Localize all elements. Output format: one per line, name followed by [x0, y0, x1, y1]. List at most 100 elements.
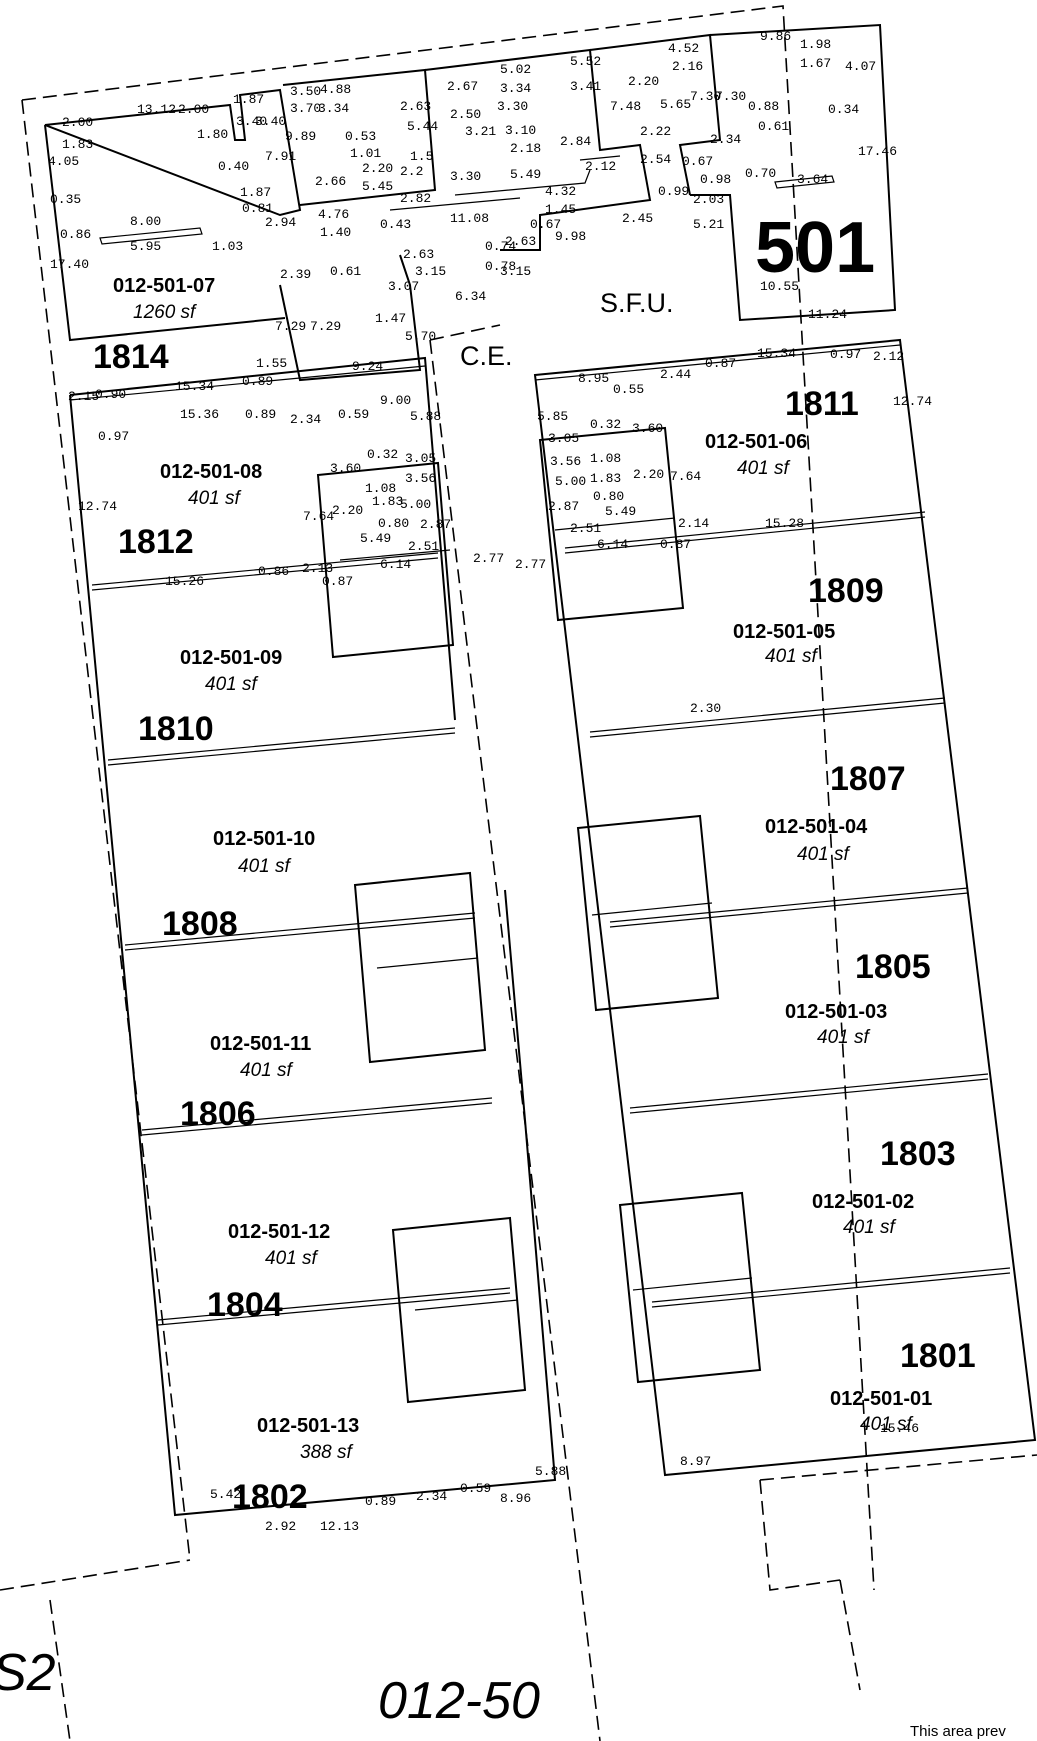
dimension-label: 2.92: [265, 1519, 296, 1534]
dimension-label: 8.97: [680, 1454, 711, 1469]
dimension-label: 3.50: [290, 84, 321, 99]
unit-area: 401 sf: [240, 1060, 293, 1081]
dimension-label: 1.47: [375, 311, 406, 326]
unit-code: 012-501-04: [765, 816, 868, 838]
dimension-label: 15.34: [757, 346, 796, 361]
dimension-label: 7.29: [310, 319, 341, 334]
unit-number: 1809: [808, 572, 884, 610]
dimension-label: 0.70: [745, 166, 776, 181]
dimension-label: 2.44: [660, 367, 691, 382]
dimension-label: 6.34: [455, 289, 486, 304]
unit-number: 1814: [93, 338, 169, 376]
dimension-label: 3.21: [465, 124, 496, 139]
dimension-label: 2.20: [362, 161, 393, 176]
bottom-left-label: S2: [0, 1644, 56, 1702]
dimension-label: 2.00: [62, 115, 93, 130]
dimension-label: 10.55: [760, 279, 799, 294]
unit-number: 1812: [118, 523, 194, 561]
unit-number: 1802: [232, 1478, 308, 1516]
dimension-label: 1.01: [350, 146, 381, 161]
unit-area: 401 sf: [797, 844, 850, 865]
dimension-label: 2.77: [515, 557, 546, 572]
unit-number: 1804: [207, 1286, 283, 1324]
dimension-label: 0.32: [367, 447, 398, 462]
dimension-label: 5.42: [210, 1487, 241, 1502]
dimension-label: 1.83: [590, 471, 621, 486]
dimension-label: 5.52: [570, 54, 601, 69]
dimension-label: 9.89: [285, 129, 316, 144]
dimension-label: 0.81: [242, 201, 273, 216]
dimension-label: 7.48: [610, 99, 641, 114]
dimension-label: 5.65: [660, 97, 691, 112]
dimension-label: 1.08: [365, 481, 396, 496]
unit-code: 012-501-03: [785, 1001, 887, 1023]
dimension-label: 0.89: [245, 407, 276, 422]
unit-code: 012-501-05: [733, 621, 835, 643]
unit-number: 1810: [138, 710, 214, 748]
dimension-label: 6.14: [597, 537, 628, 552]
unit-area: 388 sf: [300, 1442, 353, 1463]
unit-area: 401 sf: [188, 488, 241, 509]
dimension-annotations: 2.00 1.83 13.12 2.00 1.87 1.80 3.40 3.40…: [48, 29, 932, 1534]
footer-note: This area prev: [910, 1723, 1006, 1740]
dimension-label: 9.24: [352, 359, 383, 374]
dimension-label: 7.64: [670, 469, 701, 484]
unit-number: 1811: [785, 385, 859, 423]
unit-code: 012-501-09: [180, 647, 282, 669]
dimension-label: 0.89: [365, 1494, 396, 1509]
dimension-label: 12.74: [78, 499, 117, 514]
dimension-label: 2.34: [710, 132, 741, 147]
dimension-label: 0.61: [758, 119, 789, 134]
dimension-label: 2.22: [640, 124, 671, 139]
dimension-label: 0.55: [613, 382, 644, 397]
dimension-label: 3.15: [415, 264, 446, 279]
dimension-label: 15.46: [880, 1421, 919, 1436]
dimension-label: 3.15: [500, 264, 531, 279]
dimension-label: 2.18: [510, 141, 541, 156]
dimension-label: 4.88: [320, 82, 351, 97]
unit-code: 012-501-12: [228, 1221, 330, 1243]
dimension-label: 3.56: [550, 454, 581, 469]
dimension-label: 2.51: [408, 539, 439, 554]
dimension-label: 0.87: [322, 574, 353, 589]
dimension-label: 2.84: [560, 134, 591, 149]
dimension-label: 3.07: [388, 279, 419, 294]
dimension-label: 2.34: [290, 412, 321, 427]
dimension-label: 7.30: [715, 89, 746, 104]
dimension-label: 15.34: [175, 379, 214, 394]
dimension-label: 3.40: [236, 114, 267, 129]
dimension-label: 5.00: [555, 474, 586, 489]
dimension-label: 9.86: [760, 29, 791, 44]
dimension-label: 2.00: [178, 102, 209, 117]
dimension-label: 1.55: [256, 356, 287, 371]
unit-area: 1260 sf: [133, 302, 197, 323]
dimension-label: 3.05: [548, 431, 579, 446]
dimension-label: 4.07: [845, 59, 876, 74]
dimension-label: 12.13: [320, 1519, 359, 1534]
dimension-label: 2.94: [265, 215, 296, 230]
dimension-label: 3.05: [405, 451, 436, 466]
unit-number: 1801: [900, 1337, 976, 1375]
dimension-label: 3.40: [255, 114, 286, 129]
dimension-label: 13.12: [137, 102, 176, 117]
property-boundary: [0, 5, 1037, 1741]
dimension-label: 2.20: [628, 74, 659, 89]
dimension-label: 4.76: [318, 207, 349, 222]
dimension-label: 5.49: [510, 167, 541, 182]
unit-number: 1806: [180, 1095, 256, 1133]
dimension-label: 2.12: [873, 349, 904, 364]
dimension-label: 0.98: [700, 172, 731, 187]
dimension-label: 2.15: [68, 389, 99, 404]
dimension-label: 1.83: [62, 137, 93, 152]
unit-area: 401 sf: [860, 1414, 913, 1435]
right-unit-column: [533, 338, 1037, 1477]
dimension-label: 12.74: [893, 394, 932, 409]
dimension-label: 9.00: [380, 393, 411, 408]
dimension-label: 2.51: [570, 521, 601, 536]
unit-number: 1803: [880, 1135, 956, 1173]
dimension-label: 2.63: [400, 99, 431, 114]
dimension-label: 7.91: [265, 149, 296, 164]
dimension-label: 1.80: [197, 127, 228, 142]
dimension-label: 1.03: [212, 239, 243, 254]
